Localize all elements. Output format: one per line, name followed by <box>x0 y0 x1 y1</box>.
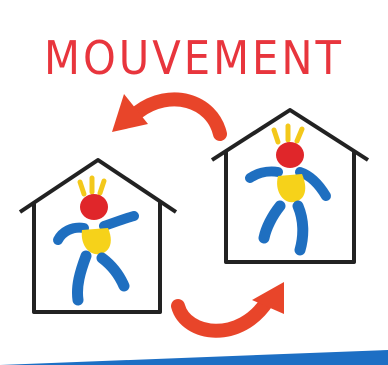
house-left <box>20 160 176 312</box>
curved-arrow-right-icon <box>178 282 284 331</box>
curved-arrow-left-icon <box>112 94 220 134</box>
house-right <box>212 110 368 262</box>
bottom-band <box>0 350 388 365</box>
title: MOUVEMENT <box>44 31 344 85</box>
child-figure-icon <box>58 178 134 300</box>
child-figure-icon <box>250 126 326 250</box>
